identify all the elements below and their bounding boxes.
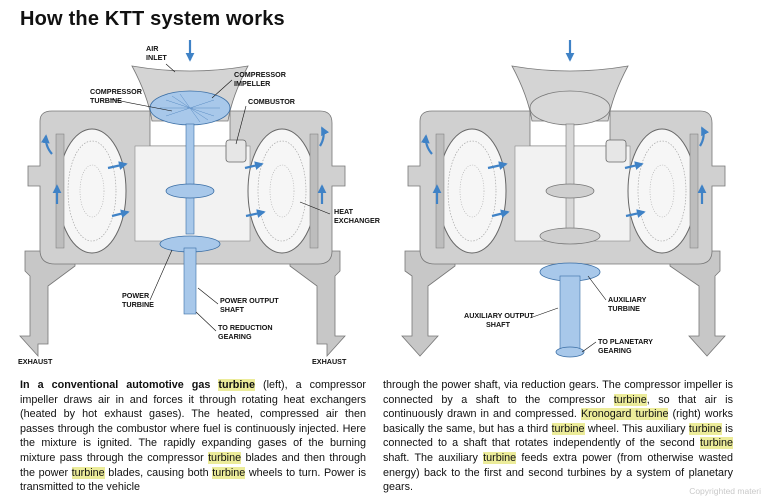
airflow-arrows [40,40,330,218]
combustor [225,139,247,163]
label-auxiliary-output-shaft: AUXILIARY OUTPUT [464,311,534,320]
kronogard-turbine-diagram: AUXILIARY OUTPUT SHAFT AUXILIARY TURBINE… [401,40,726,358]
compressor-impeller [529,90,611,126]
highlighted-term: turbine [699,437,733,450]
svg-text:TURBINE: TURBINE [122,300,154,309]
airflow-arrows [420,40,710,218]
label-exhaust-left: EXHAUST [18,357,53,366]
highlighted-term: turbine [71,466,105,479]
exhaust-duct-right [669,250,726,357]
heat-exchanger-right [627,128,699,254]
caption-text: wheel. This auxiliary [584,422,689,435]
highlighted-term: turbine [483,451,517,464]
caption-text: blades, causing both [104,466,213,479]
highlighted-term: turbine [613,393,647,406]
exhaust-duct-left [19,250,76,358]
label-air-inlet: AIR [146,44,159,53]
power-output-shaft [183,247,197,315]
label-to-reduction-gearing: TO REDUCTION [218,323,273,332]
label-to-planetary-gearing: TO PLANETARY [598,337,653,346]
caption-text: shaft. The auxiliary [383,451,484,464]
caption-text: (right) works basically the same, but ha… [383,408,734,435]
exhaust-duct-left [401,250,456,357]
svg-text:GEARING: GEARING [218,332,252,341]
highlighted-term: Kronogard turbine [580,408,669,421]
power-turbine-wheel [539,227,601,245]
svg-text:GEARING: GEARING [598,346,632,355]
svg-text:IMPELLER: IMPELLER [234,79,271,88]
auxiliary-output-shaft [559,275,581,353]
exhaust-duct-right [289,250,346,358]
combustor [605,139,627,163]
compressor-turbine-wheel [545,183,595,199]
svg-text:TURBINE: TURBINE [608,304,640,313]
caption-text: In a conventional automotive gas [20,379,219,391]
highlighted-term: turbine [212,466,246,479]
planetary-gear [555,346,585,358]
highlighted-term: turbine [551,422,585,435]
caption-text: is connected to a shaft that rotates ind… [383,422,733,450]
label-heat-exchanger: HEAT [334,207,354,216]
label-combustor: COMBUSTOR [248,97,296,106]
svg-text:INLET: INLET [146,53,167,62]
label-power-output-shaft: POWER OUTPUT [220,296,279,305]
caption-text: feeds extra power (from otherwise wasted… [383,451,734,494]
label-auxiliary-turbine: AUXILIARY [608,295,647,304]
compressor-turbine-wheel [165,183,215,199]
page-title: How the KTT system works [20,8,285,30]
compressor-shaft [185,123,195,235]
label-power-turbine: POWER [122,291,150,300]
compressor-shaft [565,123,575,235]
conventional-turbine-diagram: AIR INLET COMPRESSOR IMPELLER COMPRESSOR… [18,40,381,366]
caption-right: through the power shaft, via reduction g… [383,378,733,495]
caption-text: through the power shaft, via reduction g… [383,379,733,406]
highlighted-term: turbine [218,379,255,391]
label-compressor-turbine: COMPRESSOR [90,87,143,96]
copyright-watermark: Copyrighted materi [689,486,761,496]
caption-text: (left), a compressor impeller draws air … [20,379,367,464]
highlighted-term: turbine [688,422,722,435]
caption-text: , so that air is continuously drawn in a… [383,393,733,421]
highlighted-term: turbine [208,451,242,464]
svg-text:SHAFT: SHAFT [486,320,511,329]
svg-text:EXCHANGER: EXCHANGER [334,216,381,225]
label-exhaust-right: EXHAUST [312,357,347,366]
svg-text:TURBINE: TURBINE [90,96,122,105]
caption-text: blades and then through the power [20,451,366,479]
label-compressor-impeller: COMPRESSOR [234,70,287,79]
caption-left: In a conventional automotive gas turbine… [20,378,366,495]
caption-text: wheels to turn. Power is transmitted to … [20,466,366,494]
svg-text:SHAFT: SHAFT [220,305,245,314]
